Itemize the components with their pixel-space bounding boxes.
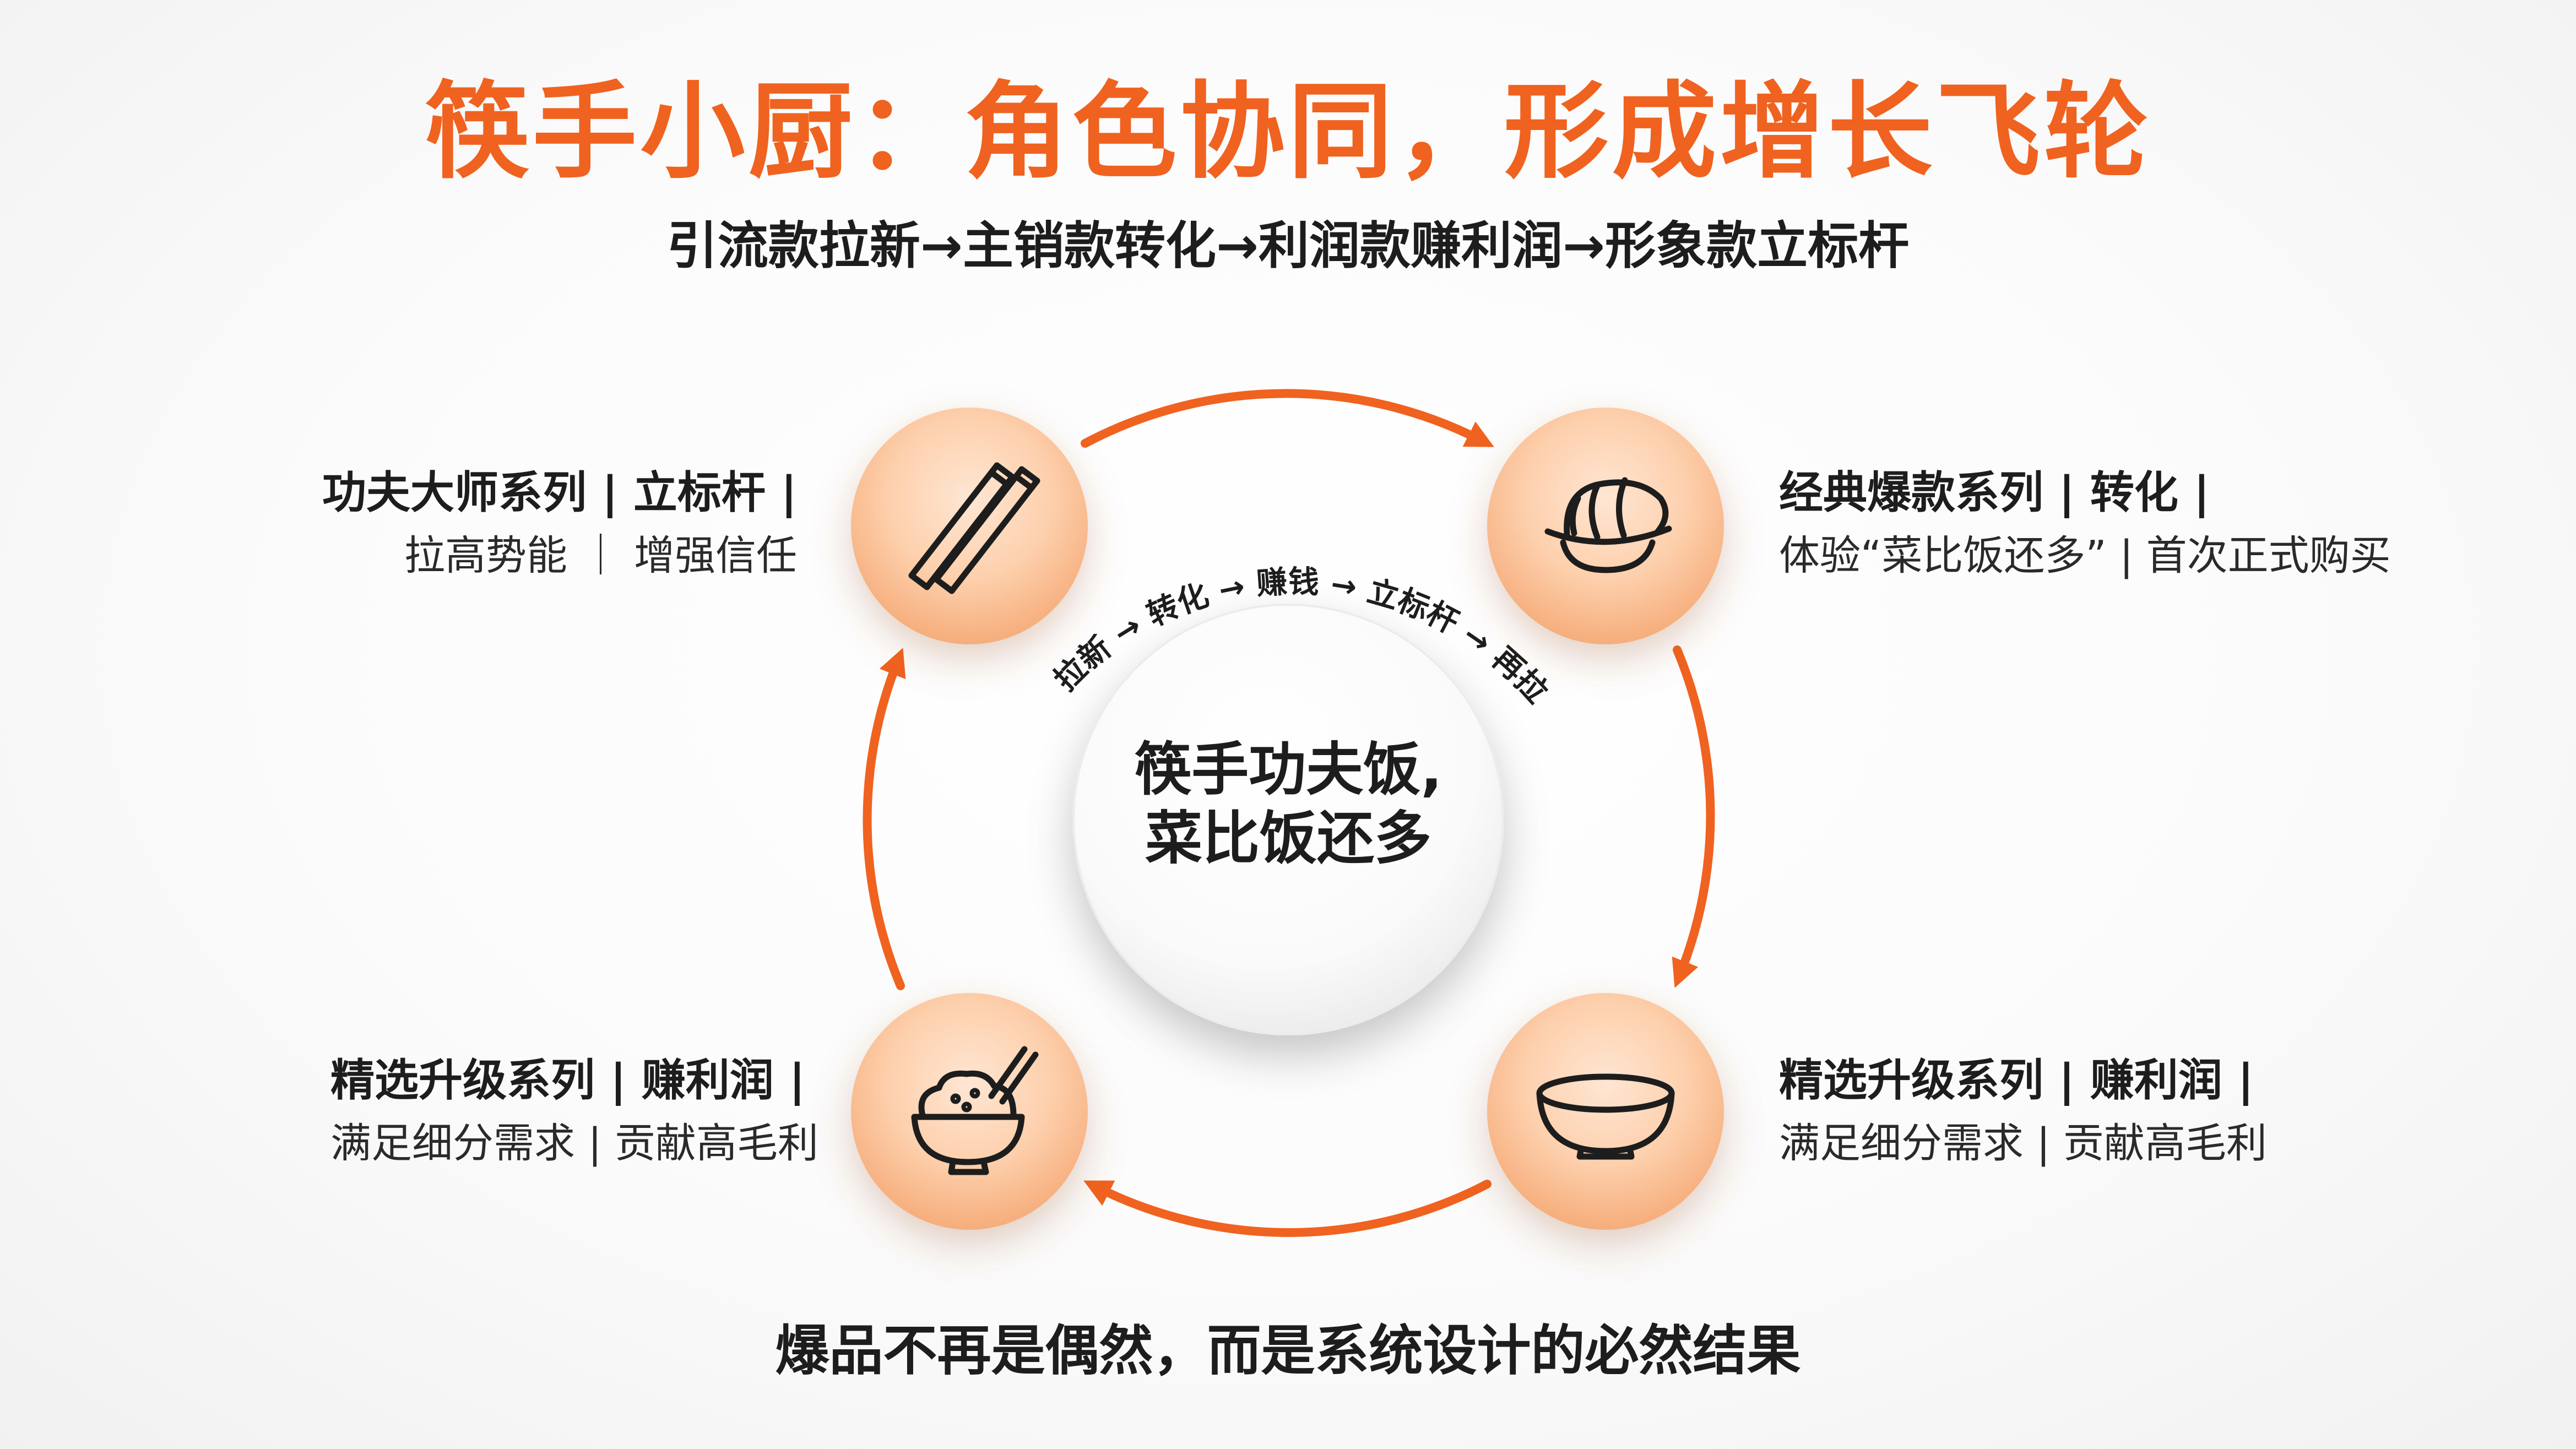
label-top-left-line-1: 功夫大师系列 | 立标杆 | [322, 467, 797, 518]
food-plate-icon [1544, 477, 1672, 573]
node-top-left [851, 408, 1088, 644]
chopsticks-icon [908, 462, 1040, 594]
label-bottom-right: 精选升级系列 | 赚利润 | 满足细分需求 | 贡献高毛利 [1779, 1053, 2267, 1169]
label-bottom-right-line-1: 精选升级系列 | 赚利润 | [1779, 1055, 2254, 1106]
arrow-top [1081, 389, 1494, 448]
center-label: 筷手功夫饭, 菜比饭还多 [1068, 735, 1509, 873]
page-title: 筷手小厨：角色协同，形成增长飞轮 [424, 71, 2152, 193]
page-footer: 爆品不再是偶然，而是系统设计的必然结果 [775, 1320, 1801, 1382]
empty-bowl-icon [1536, 1073, 1675, 1160]
node-top-right [1487, 408, 1724, 644]
label-top-right-line-1: 经典爆款系列 | 转化 | [1779, 467, 2210, 518]
rice-bowl-chopsticks-icon [911, 1046, 1039, 1175]
node-bottom-right [1487, 993, 1724, 1230]
arrow-left [863, 648, 906, 990]
label-top-right-line-2: 体验“菜比饭还多” | 首次正式购买 [1779, 532, 2391, 579]
center-line-2: 菜比饭还多 [1145, 804, 1431, 872]
page-subtitle: 引流款拉新→主销款转化→利润款赚利润→形象款立标杆 [666, 216, 1910, 275]
label-bottom-left-line-2: 满足细分需求 | 贡献高毛利 [330, 1120, 818, 1167]
label-bottom-right-line-2: 满足细分需求 | 贡献高毛利 [1779, 1120, 2267, 1167]
label-top-left: 功夫大师系列 | 立标杆 | 拉高势能 ｜ 增强信任 [322, 465, 797, 582]
label-bottom-left-line-1: 精选升级系列 | 赚利润 | [330, 1055, 805, 1106]
node-bottom-left [851, 993, 1088, 1230]
arrow-right [1672, 645, 1715, 988]
label-top-left-line-2: 拉高势能 ｜ 增强信任 [404, 532, 797, 579]
label-bottom-left: 精选升级系列 | 赚利润 | 满足细分需求 | 贡献高毛利 [330, 1053, 818, 1169]
center-line-1: 筷手功夫饭, [1134, 736, 1442, 803]
arrow-bottom [1083, 1180, 1492, 1237]
flow-arrows [863, 389, 1715, 1237]
label-top-right: 经典爆款系列 | 转化 | 体验“菜比饭还多” | 首次正式购买 [1779, 465, 2391, 582]
center-circle [1072, 604, 1504, 1035]
